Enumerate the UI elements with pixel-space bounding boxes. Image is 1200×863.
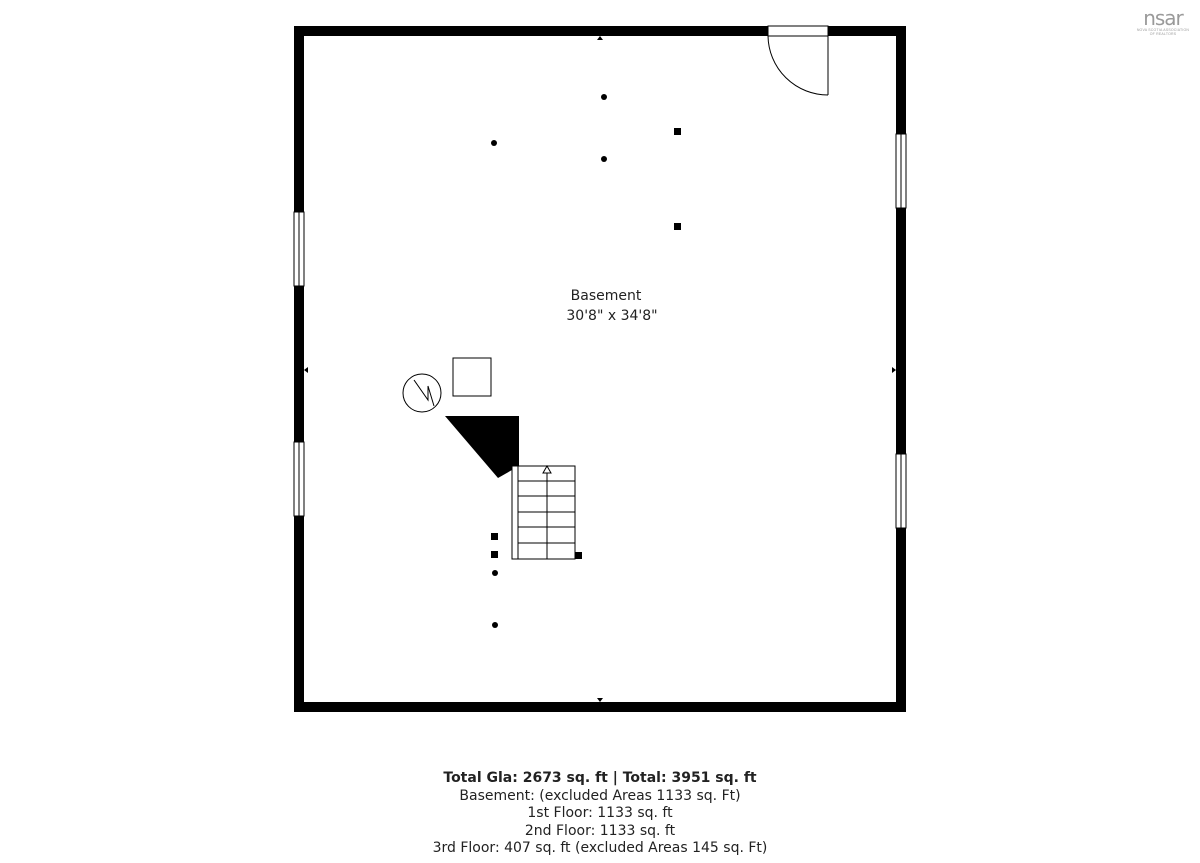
post [492,622,498,628]
stair-direction-arrow-icon [542,464,552,474]
tick-top [597,36,603,40]
post [491,140,497,146]
chimney-block [445,416,519,478]
tick-right [892,367,896,373]
exterior-walls [294,26,906,712]
nsar-logo: nsar NOVA SCOTIA ASSOCIATION OF REALTORS [1132,8,1194,36]
area-line: 3rd Floor: 407 sq. ft (excluded Areas 14… [432,840,768,856]
window-left-lower [293,441,305,517]
room-dimensions: 30'8" x 34'8" [566,308,657,324]
door [767,25,829,96]
logo-sub-1: NOVA SCOTIA ASSOCIATION [1136,28,1190,32]
post [601,94,607,100]
area-line: Basement: (excluded Areas 1133 sq. Ft) [459,787,741,804]
tick-bottom [597,698,603,702]
area-line: 1st Floor: 1133 sq. ft [527,805,673,821]
window-right-upper [895,133,907,209]
post [491,533,498,540]
post [575,552,582,559]
room-name: Basement [571,288,642,304]
post [491,551,498,558]
basement-floor-plan: Basement 30'8" x 34'8" [293,25,907,712]
water-heater-icon [402,373,442,413]
tick-left [304,367,308,373]
window-right-lower [895,453,907,529]
window-left-upper [293,211,305,287]
area-line: 2nd Floor: 1133 sq. ft [524,822,676,839]
post [601,156,607,162]
post [674,128,681,135]
area-total: Total Gla: 2673 sq. ft | Total: 3951 sq.… [443,770,757,786]
logo-mark: nsar [1143,6,1184,30]
logo-sub-2: OF REALTORS [1149,32,1177,36]
area-summary: Total Gla: 2673 sq. ft | Total: 3951 sq.… [0,770,1200,858]
furnace-icon [452,357,492,397]
stairs [511,464,576,560]
post [492,570,498,576]
post [674,223,681,230]
